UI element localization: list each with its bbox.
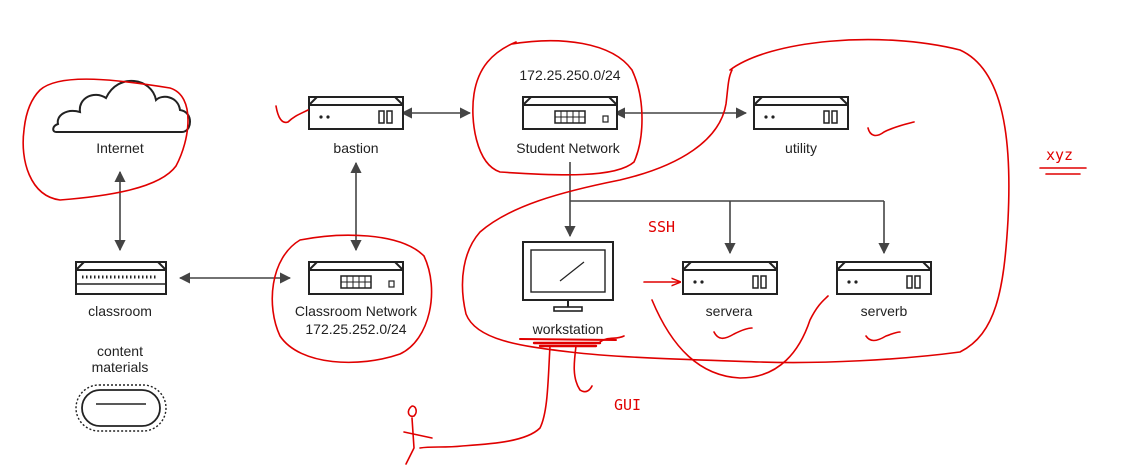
- node-servera[interactable]: servera: [682, 261, 778, 319]
- classroom-network-label: Classroom Network: [295, 303, 418, 319]
- network-switch-icon: [308, 261, 404, 295]
- annotation-gui: GUI: [614, 396, 641, 414]
- student-network-subnet: 172.25.250.0/24: [519, 67, 620, 83]
- content-label-line1: content: [97, 343, 143, 359]
- node-internet[interactable]: Internet: [52, 80, 191, 156]
- annotation-xyz: xyz: [1046, 146, 1073, 164]
- storage-disk-icon: [75, 384, 167, 432]
- circle-internet: [22, 78, 189, 201]
- servera-label: servera: [706, 303, 753, 319]
- tick-utility: [867, 121, 915, 137]
- connections: [114, 107, 890, 284]
- squiggle-workstation: [599, 335, 625, 343]
- node-utility[interactable]: utility: [753, 96, 849, 156]
- line-to-user: [419, 345, 551, 449]
- network-switch-icon: [522, 96, 618, 130]
- bastion-label: bastion: [333, 140, 378, 156]
- classroom-label: classroom: [88, 303, 152, 319]
- student-network-label: Student Network: [516, 140, 620, 156]
- tick-servera: [713, 327, 753, 340]
- utility-label: utility: [785, 140, 817, 156]
- serverb-label: serverb: [861, 303, 908, 319]
- server-icon: [308, 96, 404, 130]
- circle-classroom-network: [271, 234, 433, 364]
- circle-student-network: [472, 39, 643, 176]
- classroom-network-subnet: 172.25.252.0/24: [305, 321, 406, 337]
- internet-label: Internet: [96, 140, 144, 156]
- curve-servera-serverb: [651, 295, 829, 379]
- hatch-workstation: [532, 341, 602, 348]
- circle-lab-environment: [461, 38, 1010, 364]
- node-classroom[interactable]: classroom: [75, 261, 167, 319]
- tick-bastion: [275, 105, 309, 124]
- server-icon: [836, 261, 932, 295]
- node-serverb[interactable]: serverb: [836, 261, 932, 319]
- annotation-ssh: SSH: [648, 218, 675, 236]
- content-label-line2: materials: [92, 359, 149, 375]
- node-bastion[interactable]: bastion: [308, 96, 404, 156]
- user-stick-figure: [403, 405, 433, 465]
- node-classroom-network[interactable]: Classroom Network 172.25.252.0/24: [295, 261, 418, 337]
- cloud-icon: [52, 80, 191, 133]
- handwritten-annotations: SSH GUI xyz: [22, 38, 1087, 465]
- node-student-network[interactable]: 172.25.250.0/24 Student Network: [516, 67, 621, 156]
- server-icon: [682, 261, 778, 295]
- server-rack-icon: [75, 261, 167, 295]
- node-content-materials[interactable]: content materials: [75, 343, 167, 432]
- underline-workstation: [519, 338, 617, 341]
- server-icon: [753, 96, 849, 130]
- line-to-gui: [573, 345, 593, 393]
- workstation-label: workstation: [532, 321, 604, 337]
- monitor-icon: [522, 241, 614, 312]
- node-workstation[interactable]: workstation: [522, 241, 614, 337]
- underline-xyz: [1039, 167, 1087, 175]
- tick-serverb: [865, 331, 901, 342]
